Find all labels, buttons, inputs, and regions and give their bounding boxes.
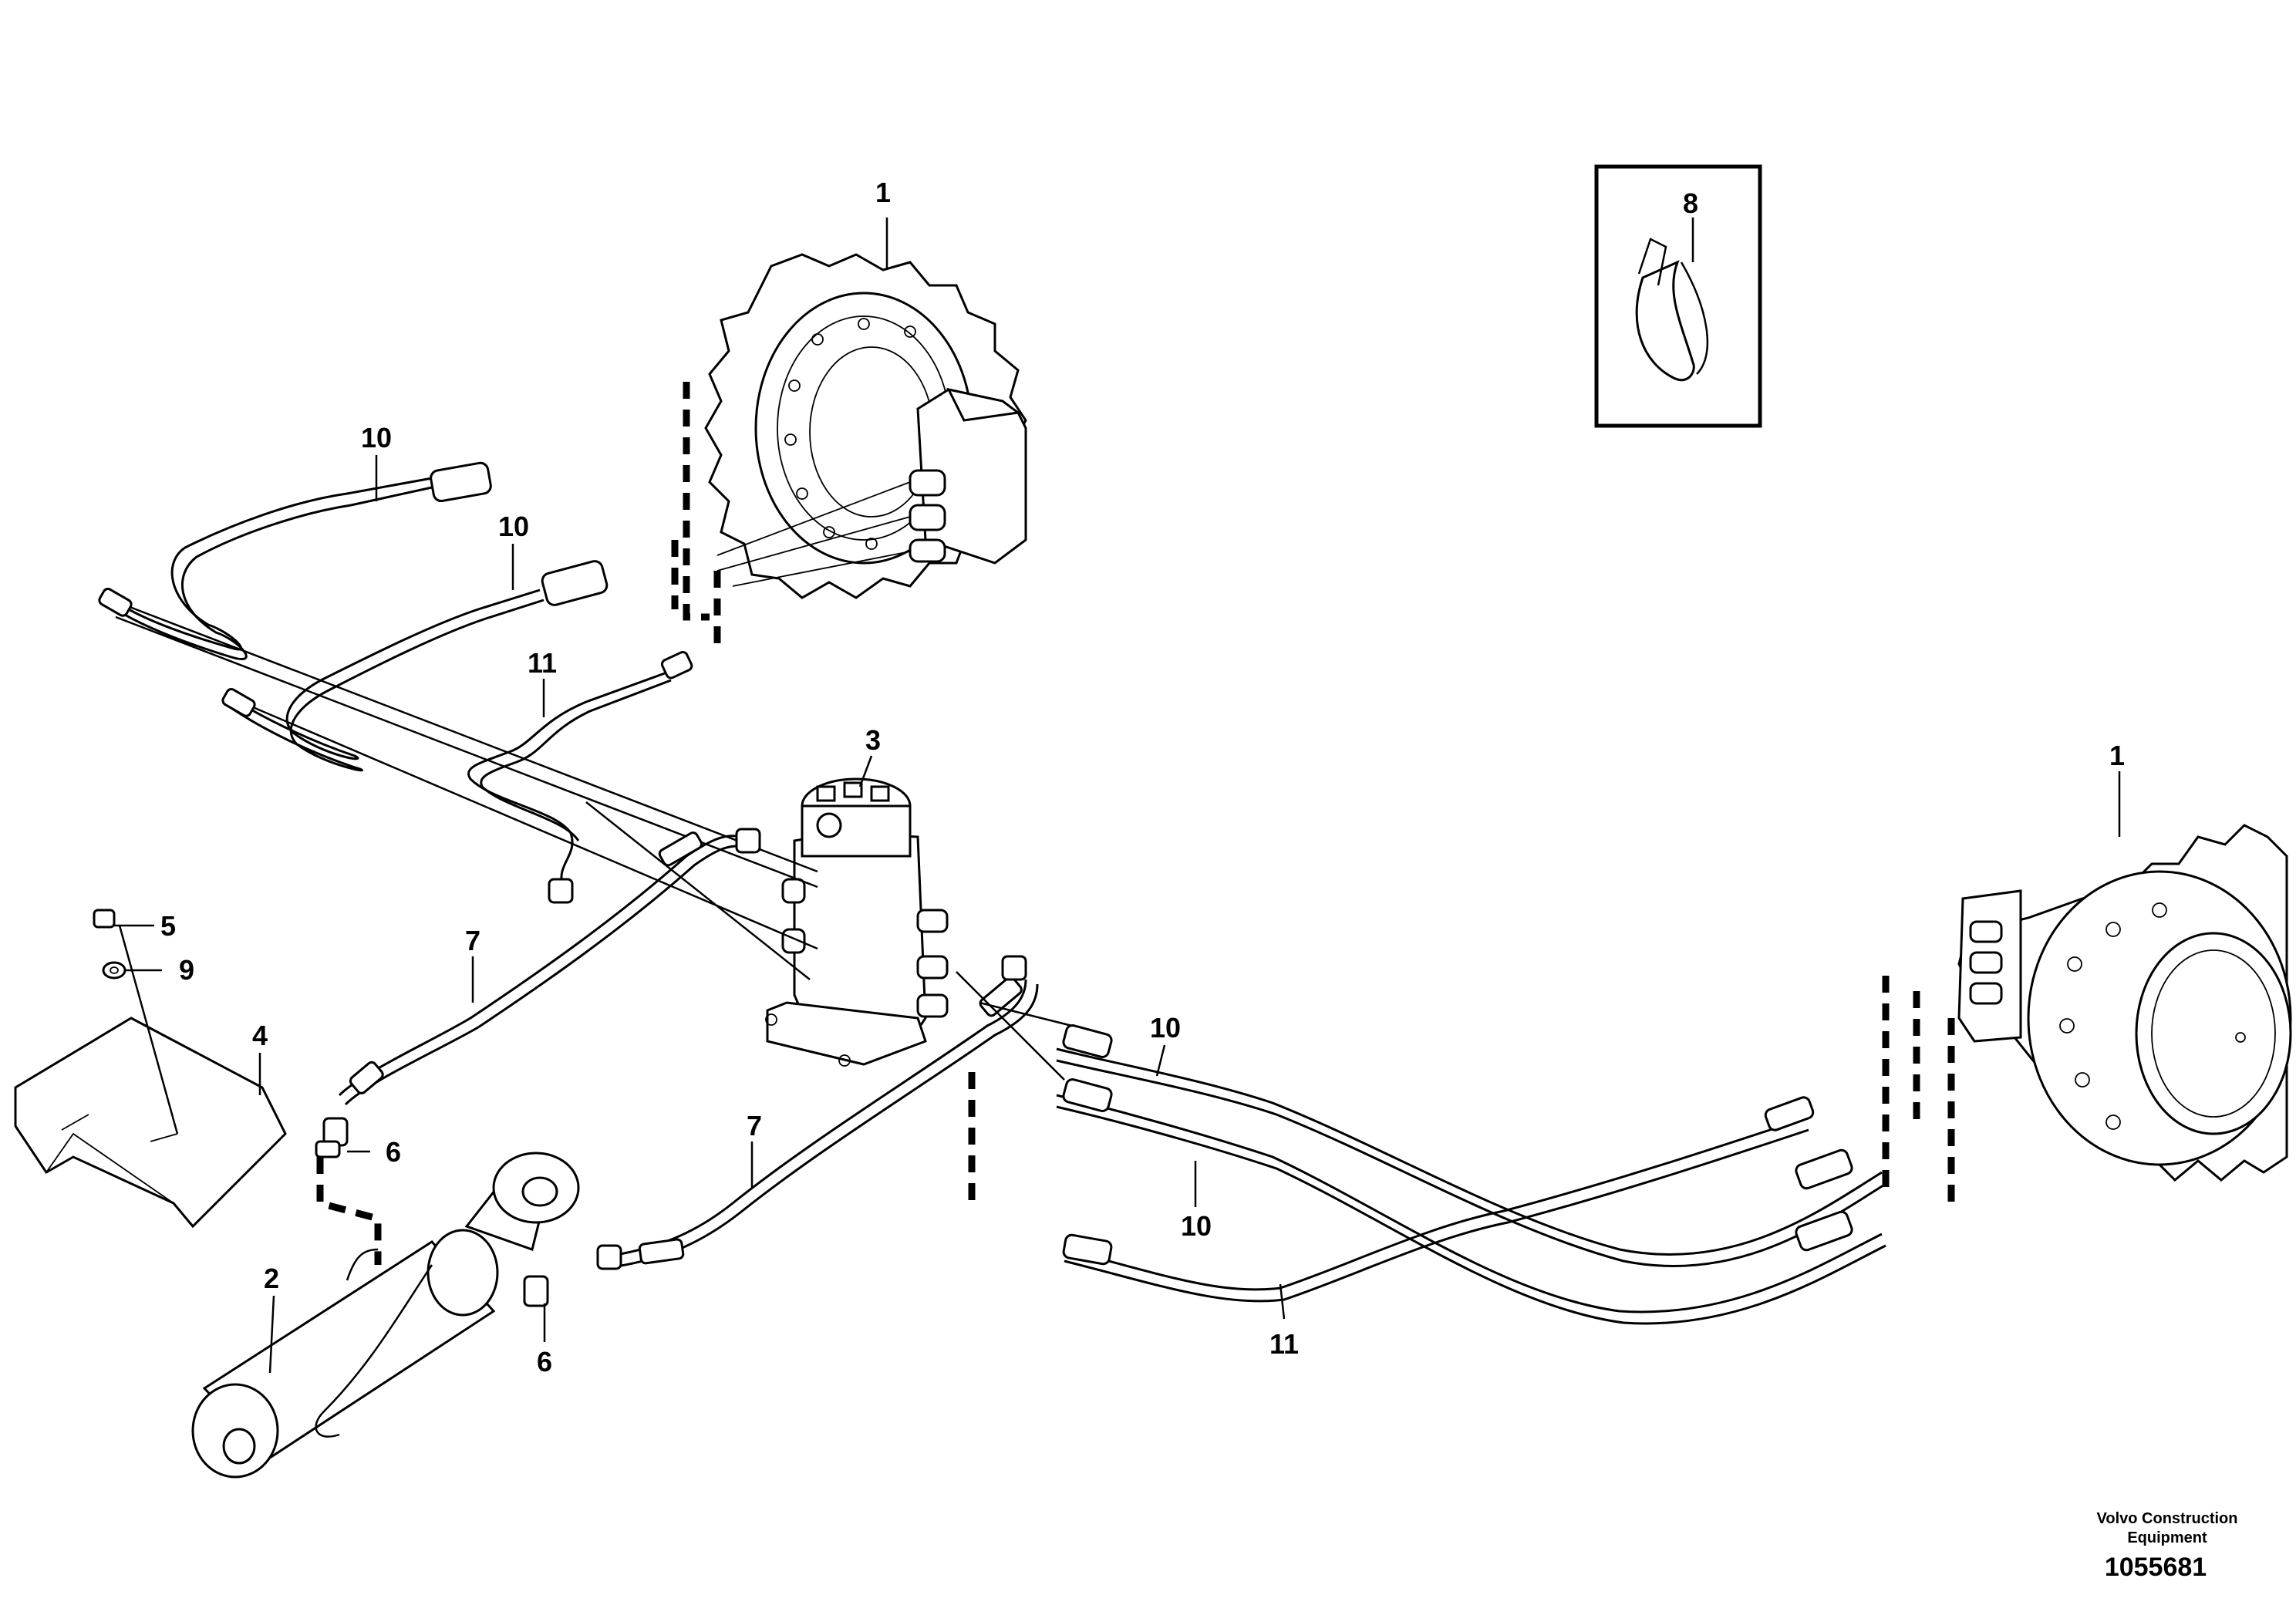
- callout-1-top: 1: [875, 177, 891, 208]
- callout-10-top: 10: [361, 422, 392, 454]
- cable-tie-inset: [1594, 164, 1762, 428]
- callout-11-bottom: 11: [1269, 1328, 1299, 1360]
- callout-9: 9: [179, 954, 194, 986]
- travel-motor-right: [1957, 824, 2292, 1182]
- callout-3: 3: [865, 724, 881, 756]
- hydraulic-cylinder: [191, 1152, 580, 1479]
- adapter-6b: [523, 1244, 622, 1307]
- callout-labels: 1 1 2 3 4 5 6 6 7 7 8 9 10 10 10 10 11 1…: [160, 177, 2125, 1378]
- company-name-line2: Equipment: [2127, 1529, 2207, 1546]
- leader-lines: [114, 218, 2121, 1374]
- callout-4: 4: [252, 1020, 268, 1051]
- callout-11-top: 11: [528, 647, 557, 679]
- company-name-line1: Volvo Construction: [2097, 1510, 2238, 1527]
- motor-right-bolts: [2059, 902, 2167, 1130]
- footer-block: Volvo Construction Equipment 1055681: [2097, 1510, 2238, 1582]
- hoses-7: [338, 828, 1039, 1270]
- dashed-connectors: [316, 382, 1955, 1265]
- callout-7-lower: 7: [747, 1110, 762, 1141]
- adapter-6a: [315, 1117, 349, 1158]
- mounting-bracket: [14, 1017, 287, 1229]
- callout-6-bottom: 6: [537, 1346, 552, 1378]
- callout-2: 2: [264, 1263, 279, 1294]
- callout-10-right-lower: 10: [1181, 1210, 1212, 1242]
- callout-1-right: 1: [2109, 740, 2125, 771]
- callout-6-left: 6: [386, 1136, 401, 1168]
- callout-7-upper: 7: [465, 925, 480, 956]
- callout-5: 5: [160, 910, 176, 942]
- lower-hoses: [956, 971, 1886, 1325]
- motor-top-bolts: [784, 318, 916, 550]
- callout-8: 8: [1683, 187, 1698, 219]
- washer-9: [102, 961, 126, 980]
- callout-10-right-upper: 10: [1150, 1012, 1181, 1044]
- travel-motor-top: [704, 253, 1027, 599]
- screw-5: [93, 909, 179, 1135]
- swivel-joint: [765, 777, 949, 1067]
- drawing-number: 1055681: [2105, 1553, 2207, 1582]
- callout-10-middle: 10: [498, 511, 529, 542]
